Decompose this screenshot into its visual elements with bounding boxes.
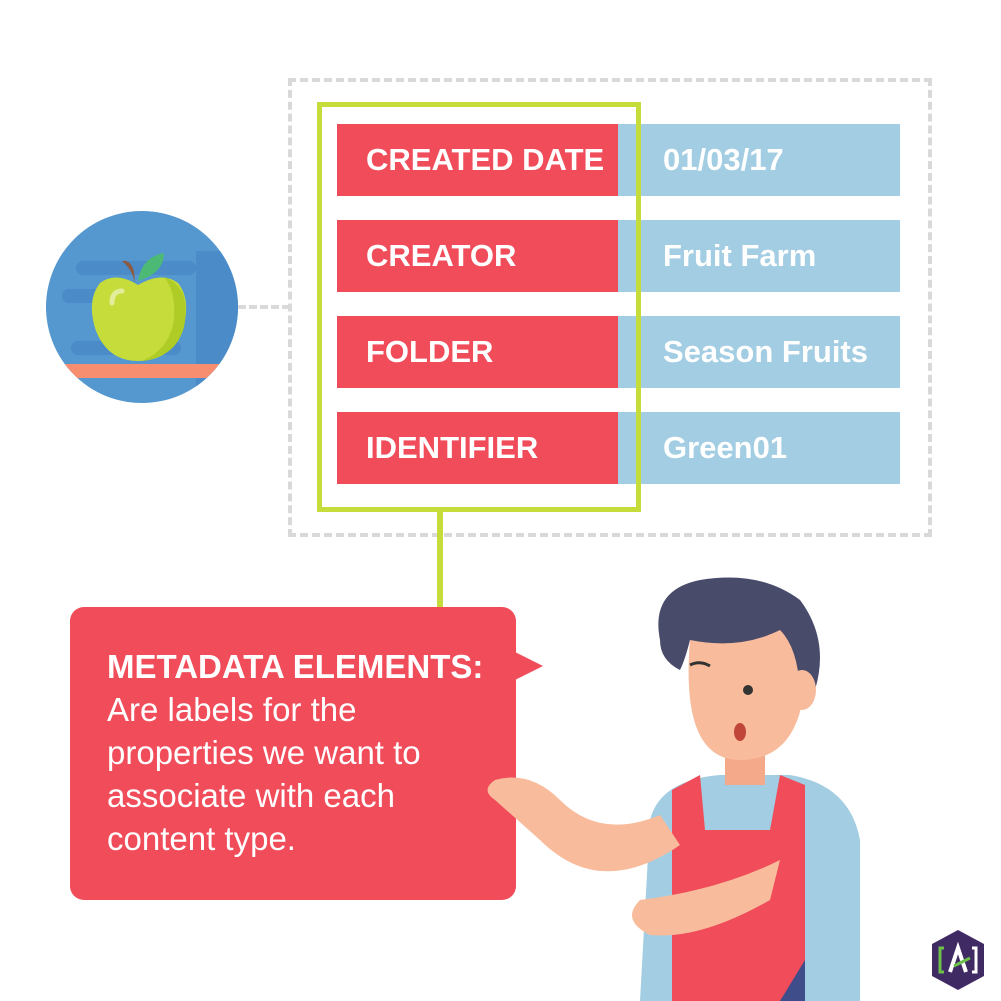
metadata-value: 01/03/17 (618, 124, 900, 196)
connector-dashed-line (238, 305, 290, 309)
metadata-label: CREATOR (337, 220, 618, 292)
highlight-connector (437, 511, 443, 608)
metadata-row-created-date: CREATED DATE 01/03/17 (337, 124, 900, 196)
metadata-label: IDENTIFIER (337, 412, 618, 484)
character-illustration (487, 577, 860, 1001)
metadata-value: Fruit Farm (618, 220, 900, 292)
callout-title: METADATA ELEMENTS: (107, 648, 484, 685)
callout-line: properties we want to (107, 734, 421, 771)
content-item-frame (288, 78, 932, 537)
brand-logo (932, 930, 984, 990)
metadata-row-identifier: IDENTIFIER Green01 (337, 412, 900, 484)
speech-bubble-pointer (515, 652, 543, 680)
callout-line: content type. (107, 820, 296, 857)
metadata-label: CREATED DATE (337, 124, 618, 196)
metadata-label: FOLDER (337, 316, 618, 388)
metadata-elements-highlight (317, 102, 641, 512)
speech-bubble: METADATA ELEMENTS: Are labels for the pr… (70, 607, 516, 900)
metadata-row-creator: CREATOR Fruit Farm (337, 220, 900, 292)
callout-line: Are labels for the (107, 691, 357, 728)
metadata-value: Green01 (618, 412, 900, 484)
apple-icon (46, 211, 238, 403)
metadata-row-folder: FOLDER Season Fruits (337, 316, 900, 388)
callout-line: associate with each (107, 777, 395, 814)
metadata-value: Season Fruits (618, 316, 900, 388)
